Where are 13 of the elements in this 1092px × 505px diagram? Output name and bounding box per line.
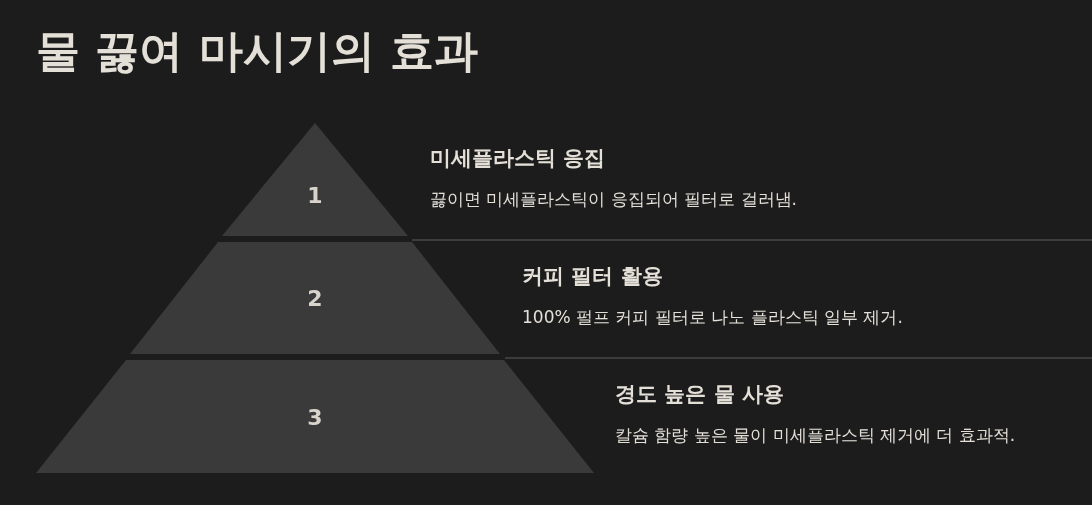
tier-number: 3 [307, 404, 323, 429]
pyramid-tier [36, 360, 594, 473]
tier-description: 칼슘 함량 높은 물이 미세플라스틱 제거에 더 효과적. [615, 424, 1016, 447]
tier-number: 2 [307, 285, 323, 311]
tier-description: 100% 펄프 커피 필터로 나노 플라스틱 일부 제거. [522, 306, 903, 329]
tier-heading: 커피 필터 활용 [522, 263, 663, 290]
pyramid-top-triangle [222, 123, 408, 236]
tier-number: 1 [307, 182, 323, 208]
tier-heading: 미세플라스틱 응집 [430, 145, 606, 172]
title: 물 끓여 마시기의 효과 [36, 24, 478, 78]
pyramid-tier [130, 242, 500, 354]
tier-heading: 경도 높은 물 사용 [615, 381, 784, 408]
tier-description: 끓이면 미세플라스틱이 응집되어 필터로 걸러냄. [430, 188, 798, 211]
